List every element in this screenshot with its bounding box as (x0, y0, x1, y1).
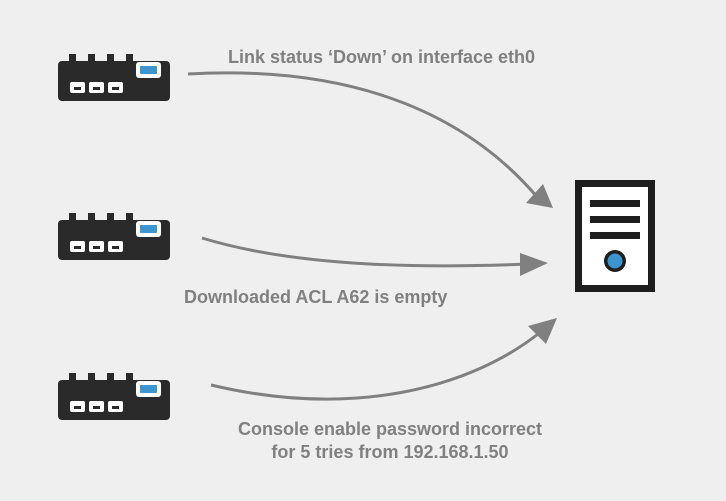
arrow-console (210, 318, 557, 401)
network-switch-icon (58, 54, 170, 101)
message-console-line-2: for 5 tries from 192.168.1.50 (271, 442, 509, 462)
server-icon (575, 180, 655, 292)
message-console-line-1: Console enable password incorrect (237, 419, 543, 439)
message-console-password: Console enable password incorrect for 5 … (210, 418, 570, 464)
message-link-status: Link status ‘Down’ on interface eth0 (228, 47, 536, 67)
arrow-acl (201, 236, 548, 276)
network-switch-icon (58, 213, 170, 260)
message-acl-empty: Downloaded ACL A62 is empty (184, 287, 448, 307)
arrow-link-status (187, 71, 553, 208)
network-switch-icon (58, 373, 170, 420)
